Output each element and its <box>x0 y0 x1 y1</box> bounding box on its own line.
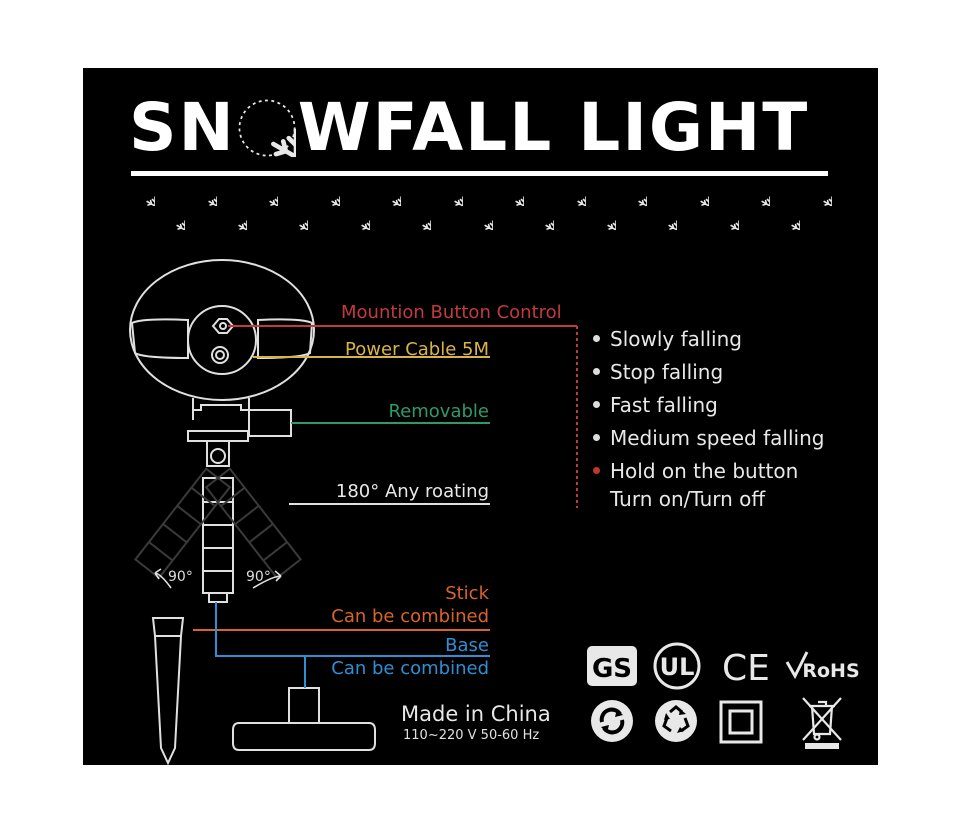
ce-mark-icon: CE <box>722 648 770 688</box>
projector-lens-ring <box>187 305 257 375</box>
rohs-mark-icon: RoHS <box>785 651 860 682</box>
base-stem <box>288 687 320 724</box>
label-base-combined: Can be combined <box>331 658 489 679</box>
product-diagram <box>129 259 578 765</box>
recycle-icon <box>655 700 697 742</box>
bullet-icon <box>593 467 600 474</box>
rotating-arm <box>202 477 234 594</box>
rotate-right-arrow <box>252 575 282 589</box>
label-base: Base <box>445 635 489 656</box>
weee-bin-icon <box>802 697 842 749</box>
green-dot-icon <box>591 700 633 742</box>
made-in-label: Made in China <box>401 702 551 726</box>
bullet-icon <box>593 335 600 342</box>
feature-item: Medium speed falling <box>593 426 824 450</box>
feature-item: Hold on the button <box>593 459 798 483</box>
svg-text:RoHS: RoHS <box>802 660 859 682</box>
angle-right-label: 90° <box>246 569 271 585</box>
base-drawing <box>232 722 376 751</box>
ul-mark-icon: UL <box>653 642 701 690</box>
label-removable: Removable <box>388 401 489 422</box>
label-rotating: 180° Any roating <box>335 481 489 502</box>
title-part-2: WFALL LIGHT <box>297 89 810 166</box>
bullet-icon <box>593 401 600 408</box>
product-title: SN WFALL LIGHT <box>129 88 809 168</box>
bullet-icon <box>593 434 600 441</box>
svg-text:CE: CE <box>722 648 770 688</box>
stick-drawing <box>151 617 185 765</box>
projector-body <box>129 259 315 401</box>
feature-item: Slowly falling <box>593 327 742 351</box>
feature-item: Stop falling <box>593 360 723 384</box>
title-divider <box>131 171 828 176</box>
svg-text:UL: UL <box>660 653 695 681</box>
label-stick: Stick <box>445 583 489 604</box>
feature-item-extra: Turn on/Turn off <box>610 487 766 511</box>
svg-text:GS: GS <box>592 654 632 684</box>
bullet-icon <box>593 368 600 375</box>
label-stick-combined: Can be combined <box>331 606 489 627</box>
package-panel: SN WFALL LIGHT <box>83 68 878 765</box>
double-insulation-icon <box>719 700 763 744</box>
feature-item: Fast falling <box>593 393 718 417</box>
gs-mark-icon: GS <box>587 646 637 686</box>
removable-bracket <box>192 398 250 411</box>
power-port-icon <box>211 346 229 364</box>
title-part-1: SN <box>129 89 236 166</box>
angle-left-label: 90° <box>168 569 193 585</box>
snowflake-icon <box>238 99 296 157</box>
label-mount-button: Mountion Button Control <box>341 302 562 323</box>
label-power-cable: Power Cable 5M <box>345 339 489 360</box>
voltage-label: 110~220 V 50-60 Hz <box>403 728 540 743</box>
